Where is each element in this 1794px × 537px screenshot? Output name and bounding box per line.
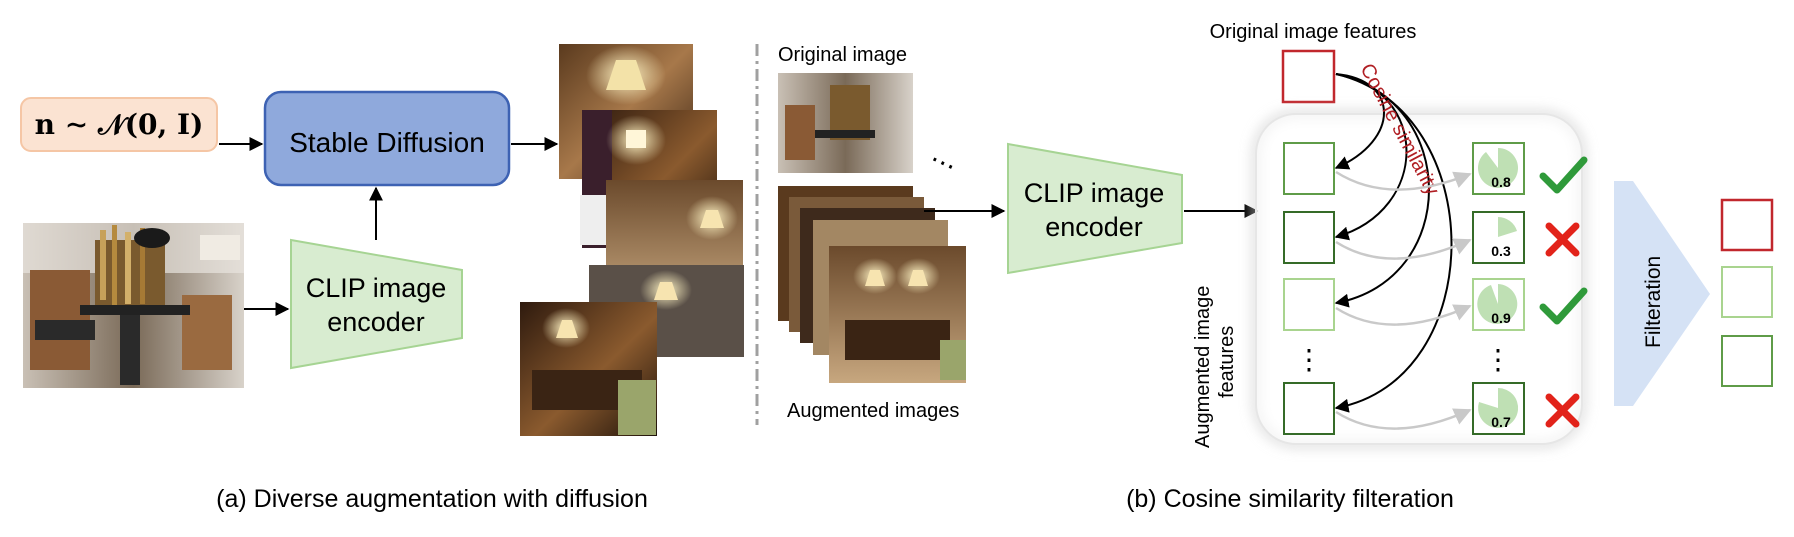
clip-encoder-b-line1: CLIP image <box>1024 178 1165 208</box>
original-features-label: Original image features <box>1210 21 1417 43</box>
features-container <box>1255 113 1583 445</box>
pie-score-icon <box>1478 148 1519 188</box>
score-box: 0.9 <box>1472 278 1525 331</box>
stable-diffusion-label: Stable Diffusion <box>289 127 485 158</box>
filter-arrow <box>1614 181 1710 406</box>
generated-images-stack <box>520 44 744 436</box>
pie-score-icon <box>1477 284 1518 324</box>
original-image <box>778 73 913 173</box>
original-feature-box <box>1281 49 1336 104</box>
clip-encoder-b-line2: encoder <box>1045 212 1143 242</box>
clip-encoder-a-shape <box>290 238 463 370</box>
score-value: 0.9 <box>1491 310 1511 326</box>
caption-a: (a) Diverse augmentation with diffusion <box>216 485 648 513</box>
result-feature-box <box>1720 198 1774 252</box>
score-box: 0.8 <box>1472 142 1525 195</box>
augmented-features-label-line1: Augmented image <box>1192 286 1214 448</box>
horizontal-ellipsis: ⋯ <box>925 143 961 181</box>
clip-encoder-b: CLIP image encoder <box>1007 142 1183 275</box>
score-arrows <box>1335 170 1472 430</box>
similarity-arcs <box>1334 73 1453 413</box>
caption-b: (b) Cosine similarity filteration <box>1126 485 1454 513</box>
original-image-label: Original image <box>778 44 907 66</box>
score-value: 0.7 <box>1491 414 1511 430</box>
result-feature-box <box>1721 335 1773 387</box>
clip-encoder-a-line1: CLIP image <box>306 273 447 303</box>
cross-icon <box>1545 222 1580 257</box>
augmented-feature-box <box>1283 211 1335 264</box>
noise-input: n ∼ 𝒩(0, I) <box>20 97 218 152</box>
input-image <box>23 223 244 388</box>
augmented-images-stack <box>778 186 966 383</box>
noise-box <box>20 97 218 152</box>
pie-score-icon <box>1498 217 1517 237</box>
clip-encoder-a: CLIP image encoder <box>290 238 463 370</box>
result-feature-box <box>1721 266 1773 318</box>
vertical-ellipsis: ⋮ <box>1484 344 1512 375</box>
augmented-features-label-line2: features <box>1216 326 1238 398</box>
score-value: 0.8 <box>1491 174 1511 190</box>
pie-score-icon <box>1478 387 1519 428</box>
stable-diffusion-block: Stable Diffusion <box>263 90 511 187</box>
augmented-feature-box <box>1283 278 1335 331</box>
score-value: 0.3 <box>1491 243 1511 259</box>
cross-icon <box>1545 393 1580 428</box>
noise-label: n ∼ 𝒩(0, I) <box>35 108 204 141</box>
clip-encoder-a-line2: encoder <box>327 307 425 337</box>
vertical-ellipsis: ⋮ <box>1295 344 1323 375</box>
augmented-images-label: Augmented images <box>787 400 959 422</box>
check-icon <box>1539 287 1588 325</box>
filteration-label: Filteration <box>1642 256 1665 348</box>
stable-diffusion-box <box>263 90 511 187</box>
augmented-feature-box <box>1283 382 1335 435</box>
check-icon <box>1539 156 1588 194</box>
augmented-image <box>829 246 966 383</box>
score-box: 0.7 <box>1472 382 1525 435</box>
score-box: 0.3 <box>1472 211 1525 264</box>
augmented-feature-box <box>1283 142 1335 195</box>
clip-encoder-b-shape <box>1007 142 1183 275</box>
generated-image <box>520 302 657 436</box>
